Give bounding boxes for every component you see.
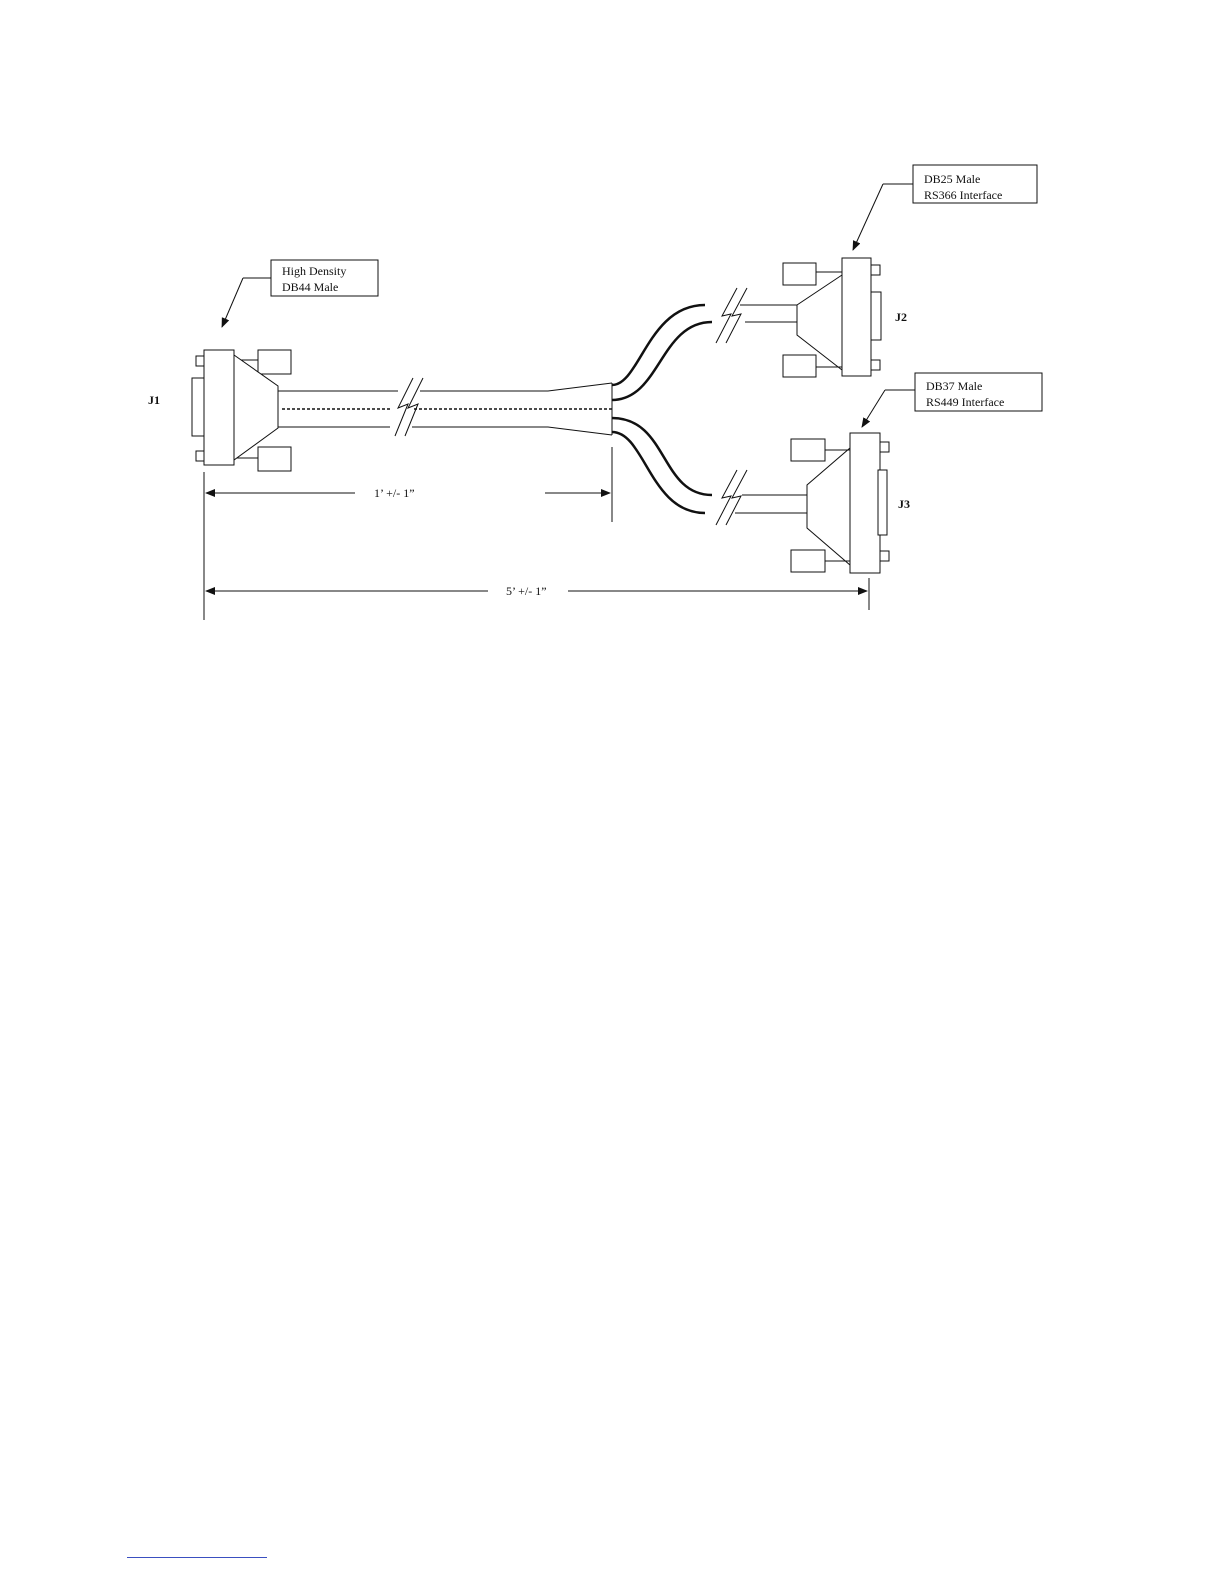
callout-j3-line1: DB37 Male [926, 379, 982, 393]
callout-j1-line2: DB44 Male [282, 280, 338, 294]
branch-cable-j3 [612, 418, 808, 525]
j1-label: J1 [148, 393, 160, 407]
callout-j3: DB37 Male RS449 Interface [862, 373, 1042, 427]
callout-j1-line1: High Density [282, 264, 346, 278]
dimension-short: 1’ +/- 1” [204, 447, 612, 620]
callout-j3-line2: RS449 Interface [926, 395, 1004, 409]
branch-cable-j2 [612, 288, 800, 400]
callout-j2-line1: DB25 Male [924, 172, 980, 186]
dimension-short-label: 1’ +/- 1” [374, 486, 415, 500]
j1-connector [192, 350, 291, 471]
callout-j2: DB25 Male RS366 Interface [853, 165, 1037, 250]
j3-label: J3 [898, 497, 910, 511]
j2-label: J2 [895, 310, 907, 324]
j2-connector [783, 258, 881, 377]
dimension-long: 5’ +/- 1” [206, 578, 869, 610]
footnote-rule [127, 1557, 267, 1558]
callout-j2-line2: RS366 Interface [924, 188, 1002, 202]
j3-connector [791, 433, 889, 573]
dimension-long-label: 5’ +/- 1” [506, 584, 547, 598]
trunk-cable [278, 378, 612, 436]
callout-j1: High Density DB44 Male [222, 260, 378, 327]
